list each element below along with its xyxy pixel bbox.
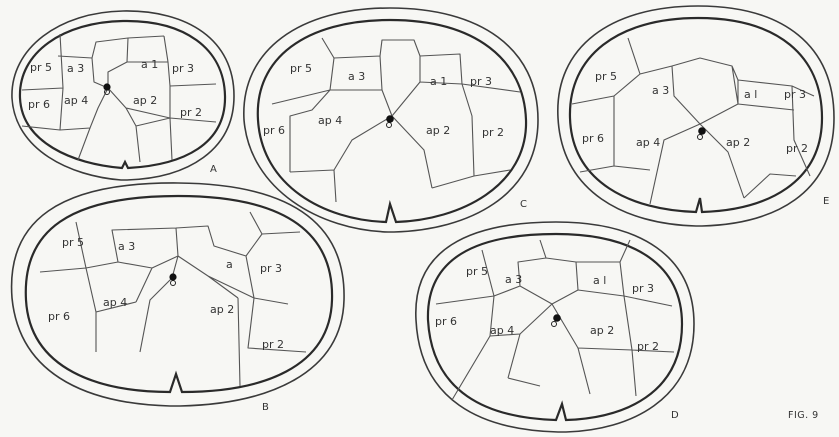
label-pr5-e: pr 5	[595, 70, 617, 83]
label-a3-e: a 3	[652, 84, 669, 97]
panel-tag-a: A	[210, 164, 217, 175]
label-pr2-e: pr 2	[786, 142, 808, 155]
panel-tag-e: E	[823, 196, 829, 207]
label-ap2-c: ap 2	[426, 124, 450, 137]
shell-inner-b	[26, 196, 332, 392]
pore-a	[103, 83, 110, 90]
label-ap2-a: ap 2	[133, 94, 157, 107]
figure-label: FIG. 9	[788, 410, 819, 421]
label-pr2-d: pr 2	[637, 340, 659, 353]
label-a1-b: a	[226, 258, 233, 271]
panel-tag-b: B	[262, 402, 269, 413]
label-ap2-e: ap 2	[726, 136, 750, 149]
shell-outer-a	[12, 11, 234, 180]
panel-d: pr 5 a 3 a l pr 3 pr 6 ap 4 ap 2 pr 2 D	[416, 222, 694, 432]
panel-c: pr 5 a 3 a 1 pr 3 pr 6 ap 4 ap 2 pr 2 C	[244, 8, 538, 232]
label-ap2-b: ap 2	[210, 303, 234, 316]
shell-outer-d	[416, 222, 694, 432]
label-pr5-c: pr 5	[290, 62, 312, 75]
label-ap2-d: ap 2	[590, 324, 614, 337]
shell-outer-b	[12, 183, 345, 406]
pore-ring-b	[171, 281, 176, 286]
label-pr3-a: pr 3	[172, 62, 194, 75]
label-a3-d: a 3	[505, 273, 522, 286]
label-pr3-d: pr 3	[632, 282, 654, 295]
label-a1-a: a 1	[141, 58, 158, 71]
label-pr6-b: pr 6	[48, 310, 70, 323]
label-ap4-a: ap 4	[64, 94, 88, 107]
pore-b	[169, 273, 176, 280]
label-pr6-d: pr 6	[435, 315, 457, 328]
label-pr6-e: pr 6	[582, 132, 604, 145]
label-a1-d: a l	[593, 274, 606, 287]
pore-d	[553, 314, 561, 322]
pore-c	[386, 115, 394, 123]
label-ap4-c: ap 4	[318, 114, 342, 127]
label-pr6-a: pr 6	[28, 98, 50, 111]
pore-ring-c	[387, 123, 392, 128]
label-ap4-d: ap 4	[490, 324, 514, 337]
cell-walls-e	[572, 38, 814, 204]
label-pr6-c: pr 6	[263, 124, 285, 137]
label-pr5-a: pr 5	[30, 61, 52, 74]
label-pr5-b: pr 5	[62, 236, 84, 249]
pore-e	[698, 127, 706, 135]
label-a1-c: a 1	[430, 75, 447, 88]
label-a3-b: a 3	[118, 240, 135, 253]
label-a3-c: a 3	[348, 70, 365, 83]
label-ap4-e: ap 4	[636, 136, 660, 149]
shell-inner-a	[20, 21, 225, 168]
label-pr2-a: pr 2	[180, 106, 202, 119]
shell-inner-e	[570, 18, 822, 212]
label-pr2-b: pr 2	[262, 338, 284, 351]
label-a3-a: a 3	[67, 62, 84, 75]
pore-ring-e	[698, 135, 703, 140]
panel-tag-c: C	[520, 199, 527, 210]
panel-b: pr 5 a 3 a pr 3 pr 6 ap 4 ap 2 pr 2 B	[12, 183, 345, 413]
label-pr5-d: pr 5	[466, 265, 488, 278]
cell-walls-a	[22, 34, 216, 162]
label-pr3-b: pr 3	[260, 262, 282, 275]
label-pr3-c: pr 3	[470, 75, 492, 88]
label-pr2-c: pr 2	[482, 126, 504, 139]
panel-a: pr 5 a 3 a 1 pr 3 pr 6 ap 4 ap 2 pr 2 A	[12, 11, 234, 180]
label-pr3-e: pr 3	[784, 88, 806, 101]
pore-ring-d	[552, 322, 557, 327]
panel-tag-d: D	[671, 410, 679, 421]
label-a1-e: a l	[744, 88, 757, 101]
panel-e: pr 5 a 3 a l pr 3 pr 6 ap 4 ap 2 pr 2 E	[558, 6, 834, 226]
label-ap4-b: ap 4	[103, 296, 127, 309]
shell-inner-d	[428, 234, 682, 420]
